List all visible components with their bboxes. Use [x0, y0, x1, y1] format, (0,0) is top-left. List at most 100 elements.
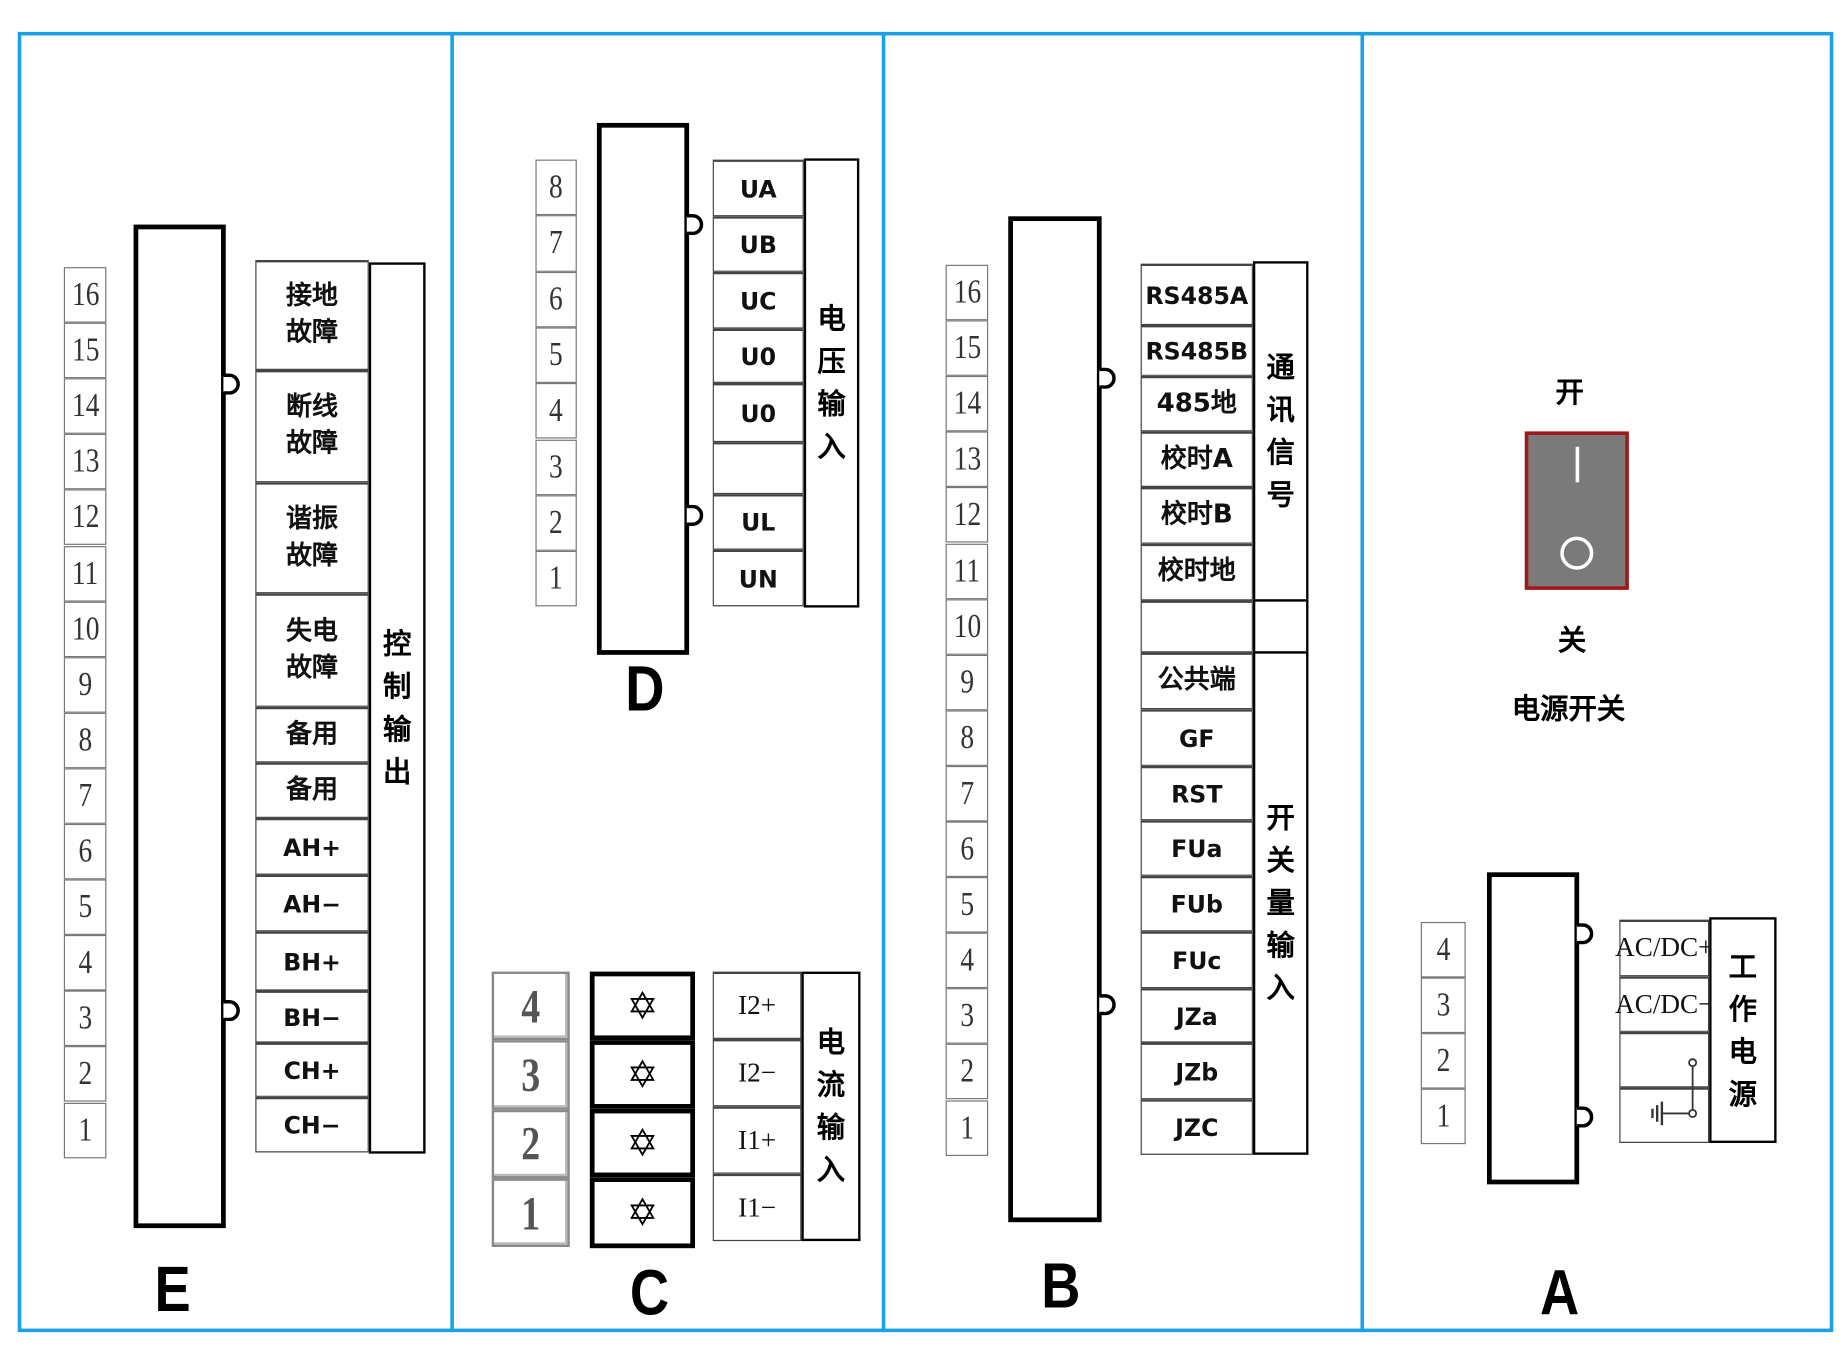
terminal-number: 7 — [945, 765, 989, 822]
terminal-number: 4 — [491, 971, 570, 1041]
star-terminal-icon: ✡ — [626, 1190, 659, 1236]
connector-hook-icon — [1099, 994, 1116, 1016]
terminal-number: 2 — [491, 1109, 570, 1179]
terminal-label: 备用 — [255, 762, 369, 818]
terminal-number-text: 16 — [953, 273, 981, 311]
group-comm-signal: 通讯信号 — [1252, 261, 1309, 602]
terminal-number-text: 1 — [1436, 1096, 1451, 1135]
terminal-number-text: 8 — [549, 168, 563, 206]
divider — [881, 31, 886, 1333]
connector-hook-icon — [1576, 1106, 1594, 1128]
terminal-number: 6 — [945, 821, 989, 878]
terminal-label: RS485B — [1140, 325, 1253, 376]
connector-hook-icon — [223, 373, 240, 395]
terminal-number: 2 — [945, 1044, 989, 1100]
terminal-number-text: 13 — [71, 442, 99, 481]
panel-letter: C — [629, 1257, 670, 1329]
star-terminal-icon: ✡ — [626, 1051, 659, 1097]
divider — [450, 31, 454, 1333]
terminal-number: 4 — [945, 932, 989, 989]
terminal-number-text: 16 — [71, 275, 99, 314]
terminal-label: AC/DC+ — [1615, 919, 1713, 977]
terminal-number-text: 14 — [71, 386, 99, 425]
terminal-number-text: 2 — [549, 503, 563, 542]
terminal-block — [1486, 872, 1580, 1185]
terminal-number: 3 — [945, 988, 989, 1045]
terminal-number: 3 — [63, 990, 107, 1047]
terminal-number-text: 13 — [953, 440, 981, 478]
terminal-block — [596, 122, 690, 655]
terminal-number: 15 — [63, 322, 107, 379]
terminal-number-text: 10 — [953, 607, 981, 645]
terminal-label: CH− — [255, 1096, 369, 1153]
terminal-number-text: 6 — [960, 829, 974, 868]
terminal-number: 11 — [63, 545, 107, 602]
terminal-label: CH+ — [255, 1042, 369, 1097]
terminal-number: 6 — [63, 823, 107, 880]
panel-letter: B — [1041, 1250, 1081, 1322]
terminal-number: 3 — [491, 1040, 570, 1110]
terminal-number: 1 — [535, 550, 577, 607]
terminal-label: UA — [712, 159, 804, 217]
terminal-number: 3 — [1420, 977, 1466, 1034]
terminal-number: 1 — [491, 1178, 570, 1248]
terminal-label: 失电 故障 — [255, 593, 369, 707]
terminal-label: FUa — [1140, 820, 1253, 876]
terminal-number-text: 10 — [71, 609, 99, 648]
terminal-number: 6 — [535, 271, 577, 328]
terminal-number: 8 — [945, 710, 989, 766]
terminal-number-text: 2 — [78, 1054, 92, 1093]
terminal-number: 5 — [535, 327, 577, 384]
terminal-number-text: 7 — [78, 776, 92, 815]
terminal-number-text: 1 — [78, 1110, 92, 1149]
terminal-label: FUc — [1140, 931, 1253, 989]
terminal-number: 5 — [945, 877, 989, 933]
terminal-label: 校时地 — [1140, 543, 1253, 601]
terminal-number-text: 4 — [960, 941, 974, 979]
current-terminal: ✡ — [589, 1040, 696, 1109]
terminal-number: 1 — [1420, 1088, 1466, 1145]
terminal-block — [133, 224, 226, 1229]
switch-on-mark-icon — [1575, 446, 1580, 483]
terminal-label: 备用 — [255, 706, 369, 763]
terminal-number-text: 1 — [521, 1186, 541, 1240]
terminal-number-text: 15 — [953, 328, 981, 367]
terminal-number-text: 12 — [71, 498, 99, 536]
group-current-input: 电流输入 — [801, 971, 861, 1242]
terminal-number: 8 — [63, 712, 107, 769]
terminal-number-text: 11 — [953, 551, 981, 590]
terminal-number: 2 — [63, 1046, 107, 1103]
terminal-label: UN — [712, 549, 804, 607]
terminal-number-text: 5 — [78, 887, 92, 926]
group-label: 通讯信号 — [1266, 351, 1295, 512]
terminal-number-text: 6 — [549, 279, 563, 318]
terminal-label: RST — [1140, 765, 1253, 821]
terminal-number-text: 6 — [78, 832, 92, 871]
switch-title: 电源开关 — [1511, 692, 1626, 726]
panel-letter: D — [625, 653, 665, 725]
terminal-label: FUb — [1140, 875, 1253, 932]
terminal-number: 1 — [945, 1099, 989, 1156]
terminal-number-text: 2 — [1436, 1041, 1451, 1080]
terminal-label: 公共端 — [1140, 652, 1253, 710]
power-switch[interactable] — [1524, 431, 1629, 590]
switch-on-label: 开 — [1555, 375, 1584, 409]
terminal-number: 9 — [63, 656, 107, 713]
terminal-number: 9 — [945, 654, 989, 711]
connector-hook-icon — [223, 999, 240, 1022]
terminal-label: AH− — [255, 874, 369, 932]
terminal-label: UL — [712, 494, 804, 550]
terminal-label: JZC — [1140, 1099, 1253, 1155]
connector-hook-icon — [1576, 923, 1594, 945]
terminal-number-text: 3 — [521, 1048, 541, 1102]
terminal-number-text: 1 — [549, 559, 563, 598]
terminal-number: 12 — [945, 487, 989, 544]
terminal-label: U0 — [712, 382, 804, 443]
group-label: 开关量输入 — [1266, 801, 1295, 1005]
group-label: 工作电源 — [1728, 949, 1758, 1111]
terminal-number-text: 7 — [960, 774, 974, 812]
terminal-label: BH+ — [255, 931, 369, 991]
terminal-number-text: 4 — [549, 391, 563, 430]
star-terminal-icon: ✡ — [626, 983, 659, 1029]
